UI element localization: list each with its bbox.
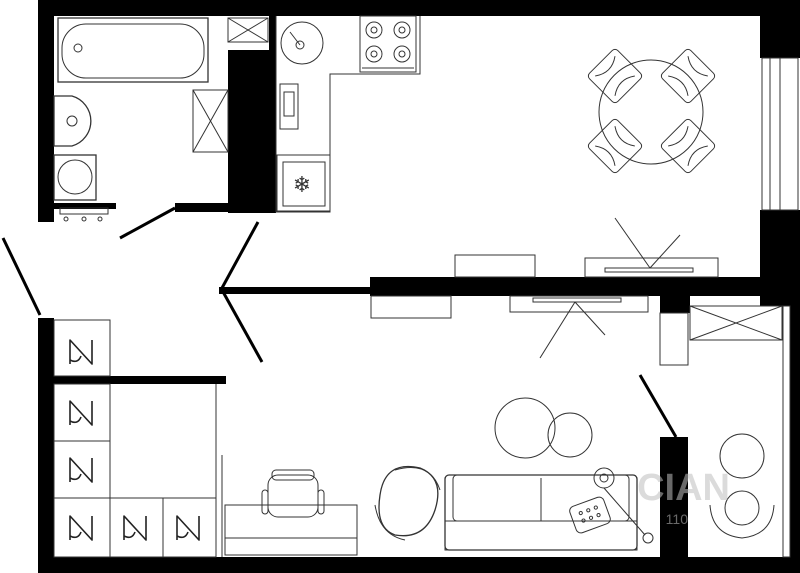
oven <box>279 83 299 130</box>
kitchen-counter <box>275 16 421 213</box>
cabinet <box>454 254 536 278</box>
wall-middle-partition-right <box>660 293 690 313</box>
kitchen: ❄ <box>275 15 421 213</box>
watermark-text: CIAN <box>637 467 730 509</box>
wall-right-mid <box>760 210 800 306</box>
door-balcony <box>638 374 678 438</box>
wall-bottom <box>38 557 800 573</box>
armchair <box>374 466 441 541</box>
bathtub <box>57 17 209 83</box>
dining-set <box>587 48 716 174</box>
wall-middle-partition <box>370 277 760 296</box>
hanger-icon <box>176 515 200 541</box>
tv-stand <box>584 257 719 278</box>
coffee-table-small <box>547 412 593 458</box>
hanger-icon <box>69 400 93 426</box>
wall-middle-partition-left <box>219 287 370 294</box>
coffee-table-large <box>494 397 556 459</box>
chair <box>660 118 716 174</box>
wall-balcony-right <box>790 306 800 573</box>
windows <box>761 57 799 558</box>
wall-closet-top <box>54 376 226 384</box>
washing-machine <box>53 154 97 201</box>
balcony-chair <box>709 490 775 539</box>
wall-bath-bottom <box>54 203 116 209</box>
wall-balcony-partition <box>660 437 688 573</box>
walls <box>38 0 800 573</box>
stove <box>359 15 417 73</box>
watermark: CIAN 110 <box>637 467 730 527</box>
wall-bath-partition-thin <box>269 16 276 50</box>
kitchen-media <box>454 217 719 278</box>
window-balcony <box>782 305 791 558</box>
closets <box>53 319 217 558</box>
living-media <box>370 295 689 366</box>
hanger-icon <box>69 457 93 483</box>
tv-stand <box>509 295 649 313</box>
wall-left-lower <box>38 318 54 573</box>
door-kitchen <box>220 221 260 289</box>
chair <box>587 48 643 104</box>
kitchen-sink <box>280 21 324 65</box>
wall-bath-partition <box>228 50 276 213</box>
hanger-icon <box>69 339 93 365</box>
wall-top <box>38 0 800 16</box>
bath-cabinet <box>192 89 229 153</box>
doors <box>1 206 678 438</box>
wall-left-upper <box>38 0 54 222</box>
chair <box>660 48 716 104</box>
sink <box>53 95 92 147</box>
cushion <box>569 496 611 534</box>
door-entrance <box>1 237 42 316</box>
study <box>221 455 441 557</box>
balcony-entry-frame <box>659 312 689 366</box>
watermark-number: 110 <box>666 511 689 527</box>
balcony-cabinet <box>689 305 783 341</box>
wall-right-upper <box>760 0 800 58</box>
door-living <box>220 289 264 363</box>
cabinet <box>370 295 452 319</box>
wall-bath-bottom-right <box>175 203 230 212</box>
chair <box>587 118 643 174</box>
fridge <box>276 154 331 212</box>
desk <box>224 504 358 556</box>
hanger-icon <box>69 515 93 541</box>
dining-table <box>598 59 704 165</box>
snowflake-icon: ❄ <box>293 173 311 198</box>
floor-lamp <box>593 467 654 544</box>
balcony-table <box>719 433 765 479</box>
balcony <box>689 305 783 539</box>
sofa <box>444 474 638 551</box>
bathroom <box>53 17 269 222</box>
bath-vent <box>227 17 269 43</box>
office-chair <box>261 469 325 518</box>
hanger-icon <box>123 515 147 541</box>
towel-rail <box>59 207 109 215</box>
lounge <box>444 397 654 551</box>
door-bathroom <box>119 206 176 240</box>
